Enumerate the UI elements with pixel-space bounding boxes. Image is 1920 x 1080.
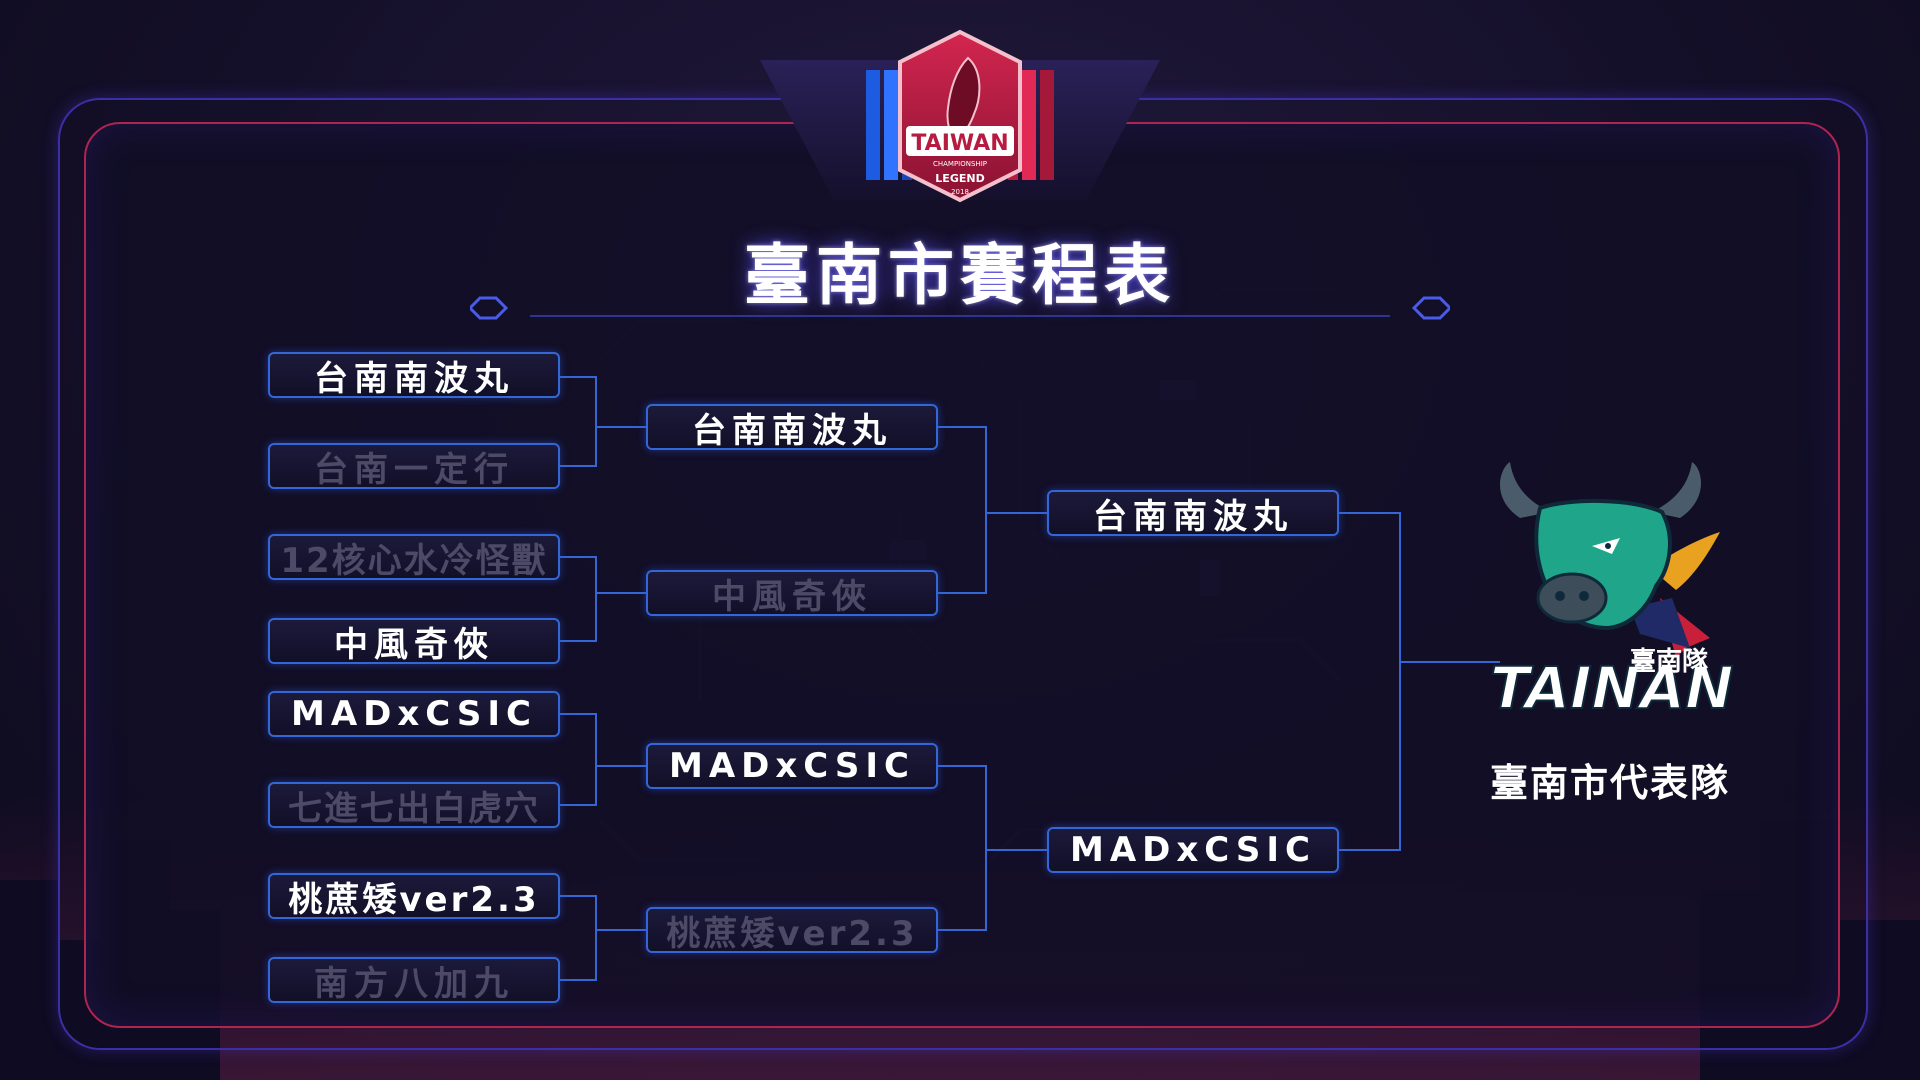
team-name: MADxCSIC (669, 746, 915, 786)
team-name: 台南南波丸 (692, 410, 892, 451)
round1-team-5: MADxCSIC (268, 691, 560, 737)
team-name: 中風奇俠 (712, 576, 872, 617)
round1-team-3: 12核心水冷怪獸 (268, 534, 560, 581)
team-name: MADxCSIC (291, 694, 537, 734)
representative-team-label: 臺南市代表隊 (1489, 761, 1730, 805)
svg-text:TAIWAN: TAIWAN (911, 131, 1008, 156)
round2-team-1: 台南南波丸 (646, 404, 938, 451)
team-name: MADxCSIC (1070, 830, 1316, 870)
round1-team-8: 南方八加九 (268, 957, 560, 1004)
round2-team-3: MADxCSIC (646, 743, 938, 789)
team-name: 台南南波丸 (314, 358, 514, 399)
team-name: 中風奇俠 (334, 624, 494, 665)
svg-text:CHAMPIONSHIP: CHAMPIONSHIP (933, 160, 987, 168)
round1-team-1: 台南南波丸 (268, 352, 560, 399)
team-name: 七進七出白虎穴 (288, 788, 540, 829)
svg-text:LEGEND: LEGEND (935, 172, 984, 185)
team-name: 台南南波丸 (1093, 496, 1293, 537)
round2-team-2: 中風奇俠 (646, 570, 938, 617)
svg-text:臺南隊: 臺南隊 (1630, 647, 1709, 677)
title-underline-decoration (470, 296, 1450, 320)
taiwan-legend-logo: TAIWAN CHAMPIONSHIP LEGEND 2018 (760, 29, 1160, 203)
team-name: 桃蔗矮ver2.3 (666, 913, 918, 954)
team-name: 桃蔗矮ver2.3 (288, 879, 540, 920)
page-title: 臺南市賽程表 (744, 237, 1176, 314)
round3-team-2: MADxCSIC (1047, 827, 1339, 873)
round1-team-7: 桃蔗矮ver2.3 (268, 873, 560, 920)
round3-team-1: 台南南波丸 (1047, 490, 1339, 537)
round1-team-6: 七進七出白虎穴 (268, 782, 560, 829)
svg-text:2018: 2018 (951, 188, 969, 196)
svg-text:TAINAN: TAINAN (1490, 654, 1734, 722)
round1-team-4: 中風奇俠 (268, 618, 560, 665)
tainan-bull-mascot-logo: TAINAN 臺南隊 (1489, 462, 1735, 723)
round2-team-4: 桃蔗矮ver2.3 (646, 907, 938, 954)
team-name: 台南一定行 (314, 449, 514, 490)
round1-team-2: 台南一定行 (268, 443, 560, 490)
team-name: 12核心水冷怪獸 (280, 540, 548, 581)
team-name: 南方八加九 (314, 963, 514, 1004)
